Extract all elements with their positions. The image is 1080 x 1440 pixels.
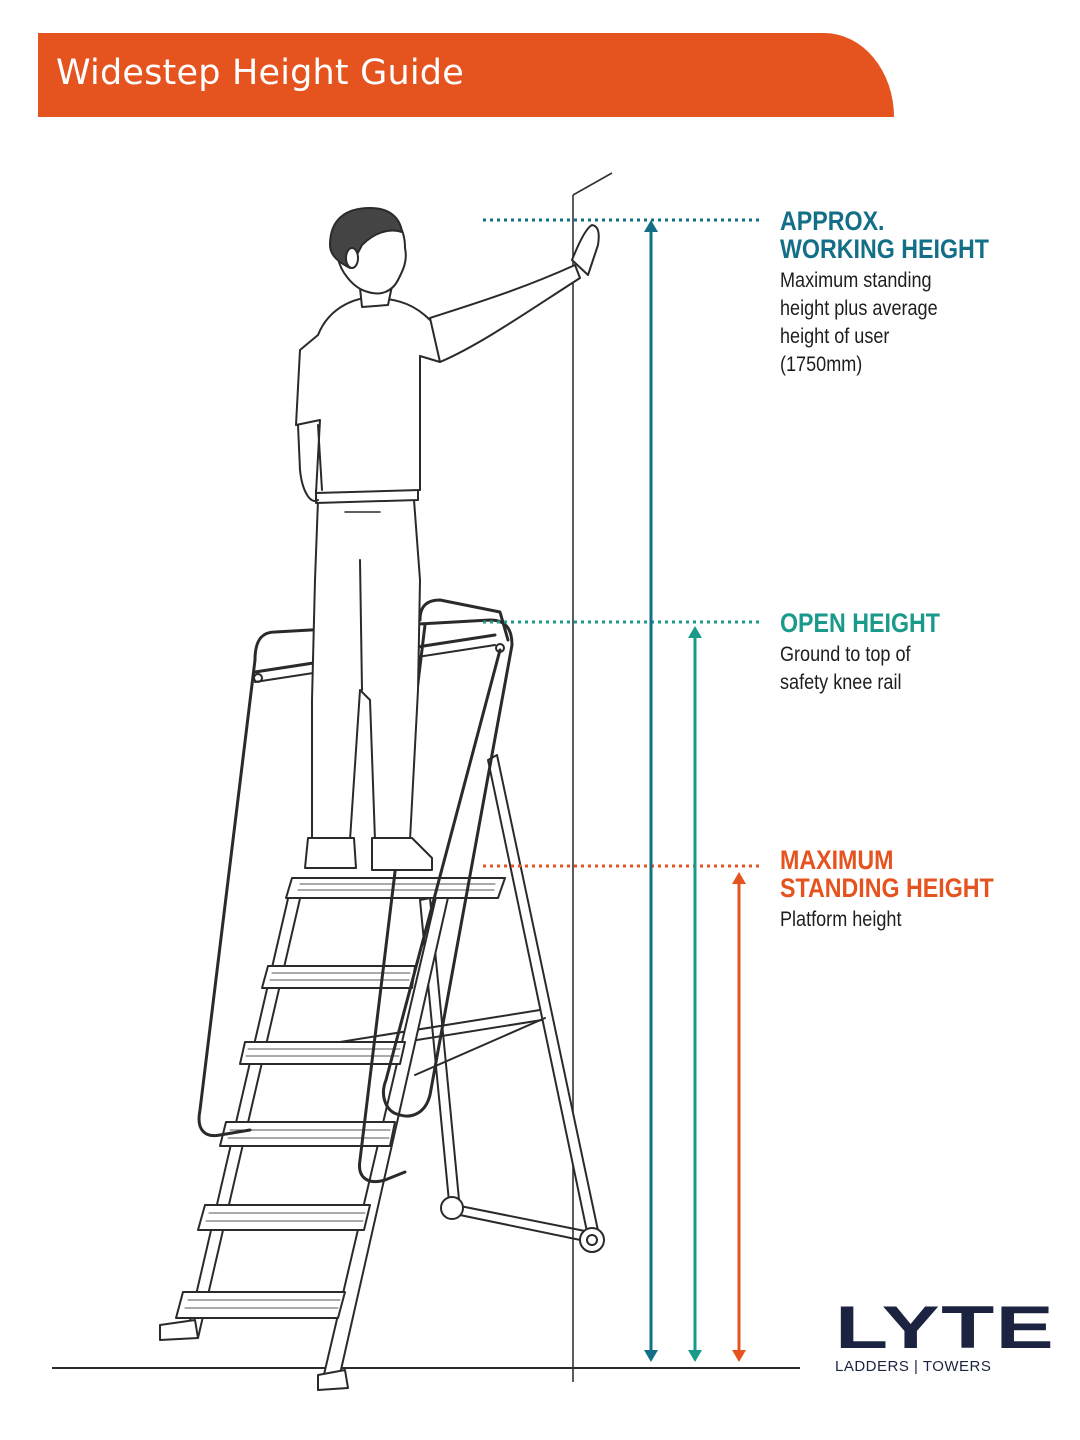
working-height-title-line1: APPROX. (780, 206, 885, 236)
lyte-logo: LYTE LADDERS | TOWERS (835, 1298, 1054, 1376)
open-height-description: Ground to top of safety knee rail (780, 641, 940, 697)
working-height-arrow (644, 220, 658, 1362)
ladder-treads (175, 877, 506, 1319)
working-height-desc-line: Maximum standing (780, 269, 932, 292)
header-banner: Widestep Height Guide (38, 33, 894, 117)
page-title: Widestep Height Guide (56, 53, 464, 93)
working-height-desc-line: (1750mm) (780, 353, 863, 376)
working-height-description: Maximum standing height plus average hei… (780, 267, 989, 379)
logo-tagline: LADDERS | TOWERS (835, 1358, 992, 1375)
open-height-desc-line: safety knee rail (780, 671, 902, 694)
ladder (159, 598, 605, 1391)
open-height-arrow (688, 626, 702, 1362)
logo-wordmark: LYTE (835, 1294, 1056, 1361)
maximum-standing-title-line2: STANDING HEIGHT (780, 873, 994, 903)
working-height-title-line2: WORKING HEIGHT (780, 234, 989, 264)
maximum-standing-title-line1: MAXIMUM (780, 845, 894, 875)
working-height-label: APPROX. WORKING HEIGHT Maximum standing … (780, 207, 1023, 379)
wall (572, 172, 613, 1382)
working-height-desc-line: height plus average (780, 297, 938, 320)
maximum-standing-desc-line: Platform height (780, 908, 902, 931)
open-height-desc-line: Ground to top of (780, 643, 911, 666)
working-height-desc-line: height of user (780, 325, 890, 348)
maximum-standing-description: Platform height (780, 906, 994, 934)
maximum-standing-height-label: MAXIMUM STANDING HEIGHT Platform height (780, 846, 1029, 934)
maximum-standing-arrow (732, 872, 746, 1362)
open-height-title: OPEN HEIGHT (780, 608, 940, 638)
man-figure (295, 207, 600, 871)
open-height-label: OPEN HEIGHT Ground to top of safety knee… (780, 609, 966, 697)
